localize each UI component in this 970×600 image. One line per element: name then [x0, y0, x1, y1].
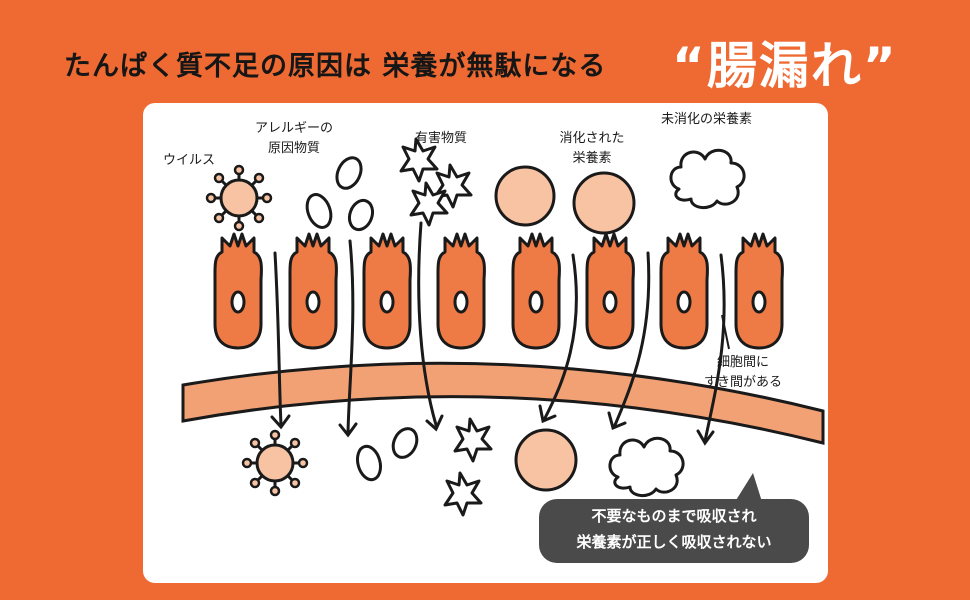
allergen-top	[305, 156, 375, 232]
digested-nutrient-leaked	[514, 428, 578, 492]
intestinal-wall	[181, 361, 825, 445]
leak-arrows	[270, 221, 726, 446]
callout-tail	[733, 473, 763, 505]
callout-box	[539, 499, 809, 563]
headline: たんぱく質不足の原因は 栄養が無駄になる	[64, 51, 607, 82]
undigested-nutrient-leaked	[608, 436, 685, 498]
headline-highlight: “腸漏れ”	[672, 37, 898, 95]
digested-nutrient-top	[494, 165, 556, 227]
callout-text: 不要なものまで吸収され 栄養素が正しく吸収されない	[576, 507, 772, 551]
label-digested: 消化された 栄養素	[559, 131, 625, 166]
label-undigested: 未消化の栄養素	[661, 112, 753, 127]
virus-top	[205, 164, 273, 232]
harmful-top	[399, 137, 473, 227]
harmful-leaked	[443, 417, 493, 517]
label-harmful: 有害物質	[415, 131, 468, 146]
allergen-leaked	[355, 427, 419, 482]
epithelial-cells	[213, 232, 784, 350]
digested-nutrient-top	[572, 171, 636, 235]
undigested-nutrient-top	[669, 148, 746, 210]
label-allergen: アレルギーの 原因物質	[254, 121, 333, 156]
intestine-diagram	[181, 137, 825, 563]
label-cell-gap: 細胞間に すき間がある	[703, 355, 782, 390]
gap-pointer	[721, 314, 730, 350]
virus-leaked	[241, 429, 309, 497]
diagram-panel: ウイルス アレルギーの 原因物質 有害物質 消化された 栄養素 未消化の栄養素 …	[143, 103, 828, 583]
label-virus: ウイルス	[163, 153, 216, 168]
